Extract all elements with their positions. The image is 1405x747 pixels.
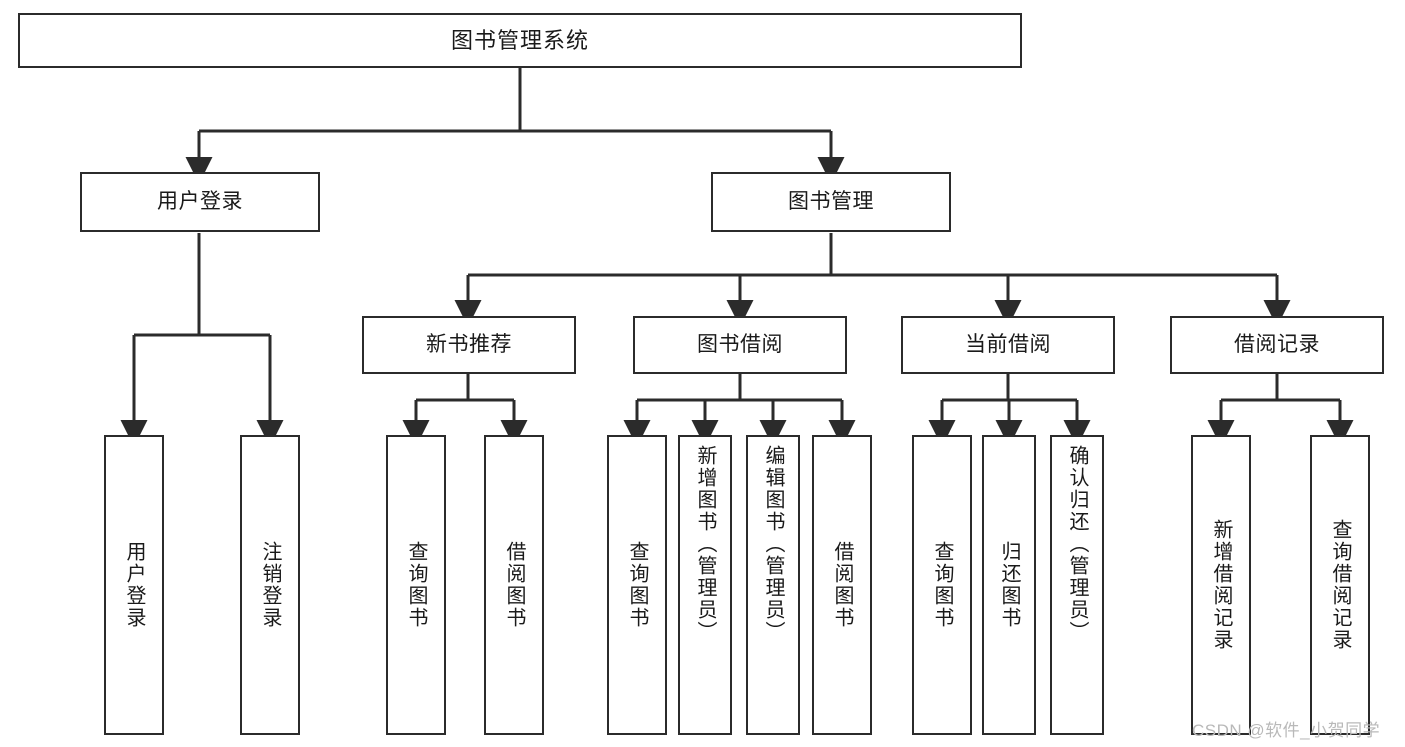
- node-label: 编辑图书（管理员）: [762, 445, 784, 643]
- node-current-borrow[interactable]: 当前借阅: [901, 316, 1115, 374]
- node-borrow-record[interactable]: 借阅记录: [1170, 316, 1384, 374]
- node-root-system[interactable]: 图书管理系统: [18, 13, 1022, 68]
- leaf-borrow-record-query[interactable]: 查询借阅记录: [1310, 435, 1370, 735]
- leaf-user-login-signout[interactable]: 注销登录: [240, 435, 300, 735]
- node-label: 查询图书: [626, 541, 648, 629]
- node-label: 查询图书: [931, 541, 953, 629]
- leaf-book-borrow-add[interactable]: 新增图书（管理员）: [678, 435, 732, 735]
- node-label: 确认归还（管理员）: [1066, 445, 1088, 643]
- node-label: 新增图书（管理员）: [694, 445, 716, 643]
- node-label: 当前借阅: [965, 332, 1051, 356]
- node-label: 图书管理: [788, 189, 874, 213]
- node-label: 新书推荐: [426, 332, 512, 356]
- node-label: 新增借阅记录: [1210, 519, 1232, 651]
- node-label: 用户登录: [123, 541, 145, 629]
- node-user-login[interactable]: 用户登录: [80, 172, 320, 232]
- node-book-borrow[interactable]: 图书借阅: [633, 316, 847, 374]
- leaf-book-borrow-borrow[interactable]: 借阅图书: [812, 435, 872, 735]
- node-label: 查询借阅记录: [1329, 519, 1351, 651]
- leaf-new-book-borrow[interactable]: 借阅图书: [484, 435, 544, 735]
- node-label: 用户登录: [157, 189, 243, 213]
- node-label: 归还图书: [998, 541, 1020, 629]
- leaf-current-borrow-confirm-return[interactable]: 确认归还（管理员）: [1050, 435, 1104, 735]
- leaf-user-login-signin[interactable]: 用户登录: [104, 435, 164, 735]
- leaf-current-borrow-return[interactable]: 归还图书: [982, 435, 1036, 735]
- leaf-current-borrow-query[interactable]: 查询图书: [912, 435, 972, 735]
- leaf-new-book-query[interactable]: 查询图书: [386, 435, 446, 735]
- node-book-management[interactable]: 图书管理: [711, 172, 951, 232]
- node-label: 注销登录: [259, 541, 281, 629]
- node-label: 图书管理系统: [450, 27, 589, 53]
- node-label: 查询图书: [405, 541, 427, 629]
- node-label: 借阅图书: [503, 541, 525, 629]
- node-label: 图书借阅: [697, 332, 783, 356]
- leaf-book-borrow-edit[interactable]: 编辑图书（管理员）: [746, 435, 800, 735]
- watermark-text: CSDN @软件_小贺同学: [1192, 721, 1381, 740]
- node-label: 借阅图书: [831, 541, 853, 629]
- leaf-book-borrow-query[interactable]: 查询图书: [607, 435, 667, 735]
- leaf-borrow-record-add[interactable]: 新增借阅记录: [1191, 435, 1251, 735]
- node-label: 借阅记录: [1234, 332, 1320, 356]
- node-new-book-recommend[interactable]: 新书推荐: [362, 316, 576, 374]
